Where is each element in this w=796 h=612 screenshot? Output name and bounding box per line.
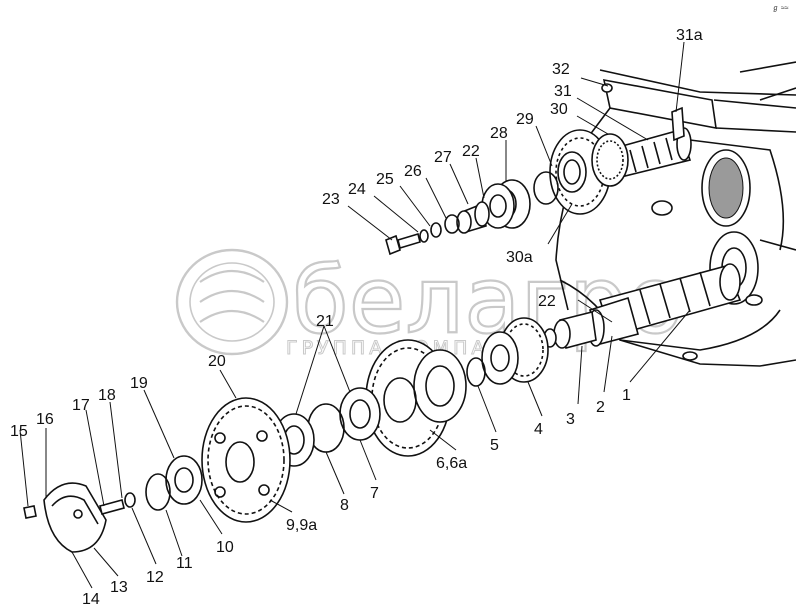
callout-22-lower: 22	[538, 293, 556, 310]
callout-18: 18	[98, 387, 116, 404]
callout-24: 24	[348, 181, 366, 198]
large-gear-6	[365, 339, 467, 457]
callout-25: 25	[376, 171, 394, 188]
callout-21: 21	[316, 313, 334, 330]
callout-6-6a: 6,6а	[436, 455, 467, 472]
callout-28: 28	[490, 125, 508, 142]
ring-5	[466, 357, 486, 387]
leader-lines	[19, 41, 691, 589]
callout-22-upper: 22	[462, 143, 480, 160]
big-gear-20	[201, 397, 291, 523]
washer-25	[430, 222, 442, 238]
callout-31a: 31а	[676, 27, 703, 44]
washer-12	[124, 492, 136, 508]
bearing-21a	[339, 387, 381, 441]
callout-27: 27	[434, 149, 452, 166]
callout-15: 15	[10, 423, 28, 440]
callout-labels: 31а 32 31 30 29 28 22 27 26 25 24 23 30а…	[10, 5, 789, 608]
ring-11	[145, 473, 171, 511]
watermark-logo-icon	[175, 248, 289, 356]
lower-shaft	[543, 263, 742, 349]
bolt-23	[385, 232, 421, 256]
callout-17: 17	[72, 397, 90, 414]
callout-19: 19	[130, 375, 148, 392]
callout-31: 31	[554, 83, 572, 100]
callout-2: 2	[596, 399, 605, 416]
callout-4: 4	[534, 421, 543, 438]
small-gear-4	[481, 317, 549, 385]
callout-12: 12	[146, 569, 164, 586]
upper-gear-30	[549, 129, 629, 215]
callout-13: 13	[110, 579, 128, 596]
callout-10: 10	[216, 539, 234, 556]
sleeve-27	[456, 201, 490, 234]
callout-32: 32	[552, 61, 570, 78]
callout-26: 26	[404, 163, 422, 180]
callout-3: 3	[566, 411, 575, 428]
bearing-upper	[481, 179, 531, 229]
callout-20: 20	[208, 353, 226, 370]
callout-11: 11	[176, 555, 193, 572]
washer-24	[419, 229, 429, 243]
housing	[555, 61, 796, 367]
callout-29: 29	[516, 111, 534, 128]
callout-8: 8	[340, 497, 349, 514]
callout-7: 7	[370, 485, 379, 502]
callout-30: 30	[550, 101, 568, 118]
callout-14: 14	[82, 591, 100, 608]
upper-shaft	[613, 106, 692, 177]
callout-5: 5	[490, 437, 499, 454]
bearing-19	[165, 455, 203, 505]
ring-26	[444, 214, 460, 234]
callout-23: 23	[322, 191, 340, 208]
corner-mark: ℊ ≈≈	[772, 5, 789, 13]
bolt-15	[23, 505, 37, 519]
end-cover	[43, 482, 125, 553]
callout-30a: 30а	[506, 249, 533, 266]
callout-1: 1	[622, 387, 631, 404]
callout-9-9a: 9,9а	[286, 517, 317, 534]
callout-16: 16	[36, 411, 54, 428]
snap-ring-29	[533, 171, 559, 205]
